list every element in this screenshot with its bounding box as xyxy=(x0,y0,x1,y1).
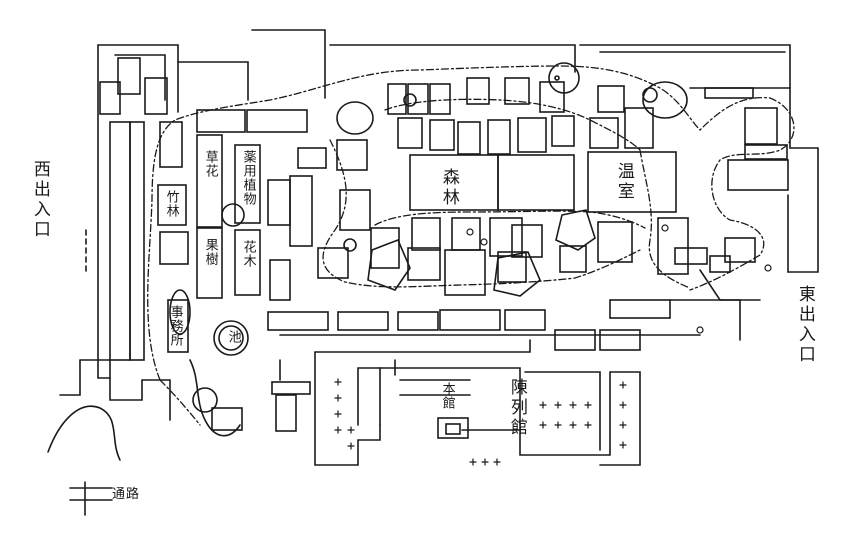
label-bed-c: 花木 xyxy=(240,240,256,268)
west-plots xyxy=(99,57,189,361)
label-east-gate: 東出入口 xyxy=(794,285,815,365)
main-building xyxy=(314,339,641,466)
east-markers xyxy=(466,224,772,334)
label-exhibit-hall: 陳列館 xyxy=(506,378,527,438)
boundary-walls xyxy=(97,29,819,379)
pavilions xyxy=(336,62,688,297)
southwest-zone xyxy=(47,359,311,461)
central-west-beds xyxy=(169,109,313,356)
label-greenhouse: 温室 xyxy=(613,162,634,202)
south-strip xyxy=(267,299,701,351)
label-pond: 池 xyxy=(225,330,241,344)
cross-marks xyxy=(334,378,627,466)
central-blocks xyxy=(297,139,677,231)
scale-bar xyxy=(69,481,113,516)
label-office: 事務所 xyxy=(167,305,183,347)
label-legend: 通路 xyxy=(112,487,141,502)
label-flora-bed: 草花 xyxy=(202,150,218,178)
label-forest: 森林 xyxy=(438,168,459,208)
north-plots xyxy=(387,77,778,155)
label-west-gate: 西出入口 xyxy=(29,160,50,240)
label-bed-d: 竹林 xyxy=(163,190,179,218)
label-hall: 本館 xyxy=(439,382,455,410)
label-bed-a: 薬用植物 xyxy=(240,150,256,206)
label-bed-b: 果樹 xyxy=(202,238,218,266)
east-wing xyxy=(669,144,789,341)
